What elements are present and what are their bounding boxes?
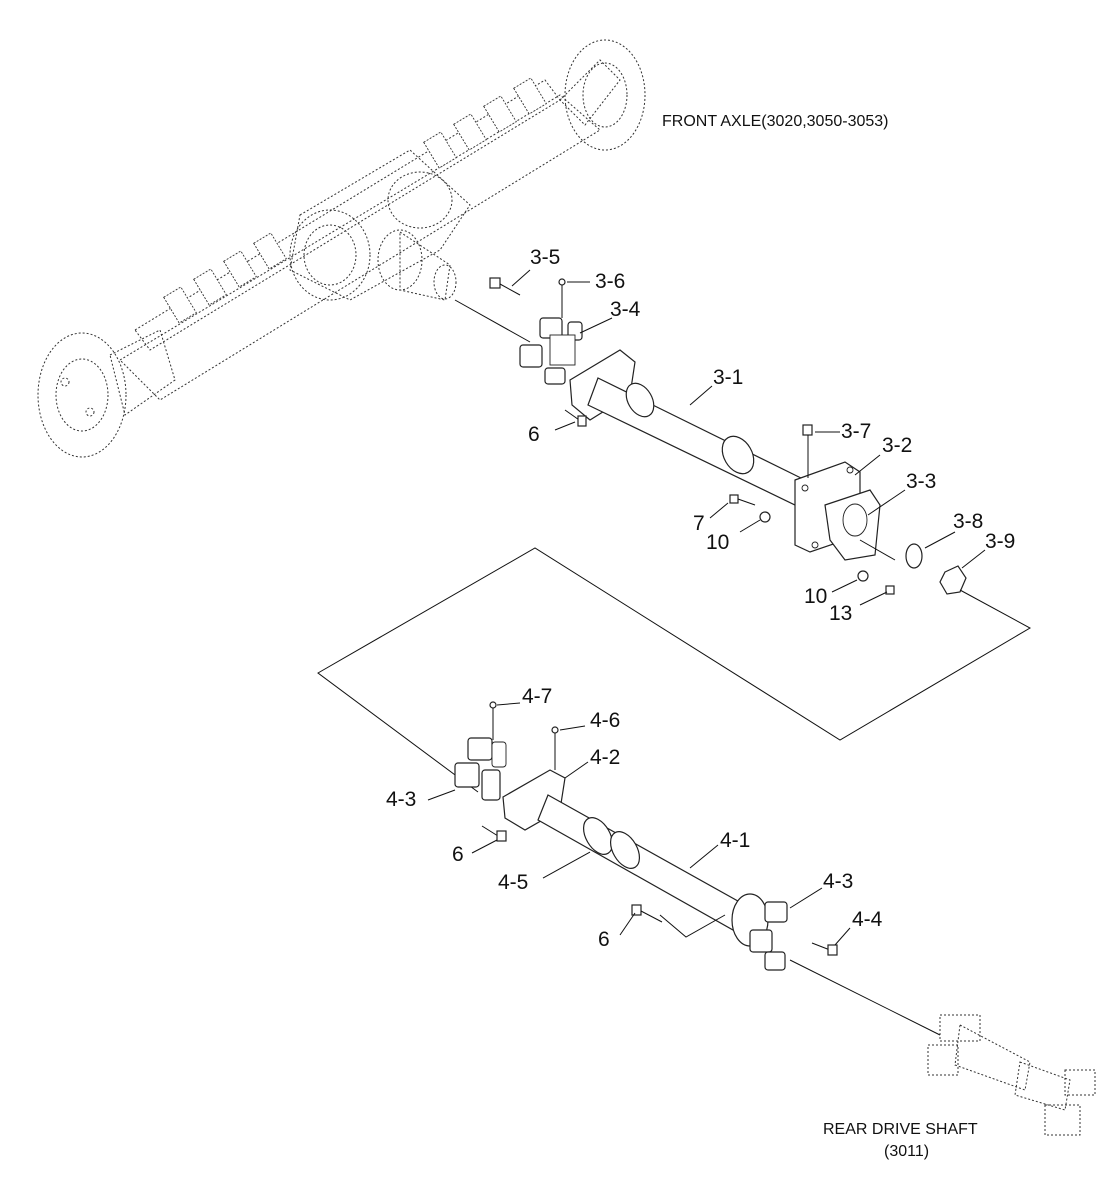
axle-input-flange [377, 229, 457, 301]
universal-joint-4-3-right [731, 893, 788, 971]
callout-3-4: 3-4 [610, 298, 641, 321]
rear-drive-shaft [454, 701, 941, 1036]
front-drive-shaft [317, 277, 1032, 793]
washer-10-b [857, 570, 869, 582]
washer-10-a [759, 511, 771, 523]
grease-nipple-3-7 [802, 424, 813, 478]
rear-drive-shaft-ref: (3011) [884, 1143, 929, 1160]
callout-6-rear-b: 6 [598, 928, 610, 951]
bolt-4-4 [811, 942, 838, 956]
callout-3-3: 3-3 [906, 470, 936, 493]
callout-4-5: 4-5 [498, 871, 528, 894]
shaft-tube-3-1 [587, 377, 806, 506]
callout-6-front: 6 [528, 423, 540, 446]
bolt-6-rear-a [481, 825, 507, 842]
left-wheel-hub [37, 329, 176, 458]
front-axle-assembly [37, 39, 646, 458]
bolt-13 [885, 585, 895, 595]
dust-seal-4-5 [582, 817, 614, 855]
nut-3-9 [939, 565, 967, 595]
callout-4-3-right: 4-3 [823, 870, 853, 893]
callout-4-2: 4-2 [590, 746, 620, 769]
grease-nipple-4-7 [489, 701, 497, 740]
callout-10-b: 10 [804, 585, 827, 608]
callout-3-1: 3-1 [713, 366, 743, 389]
callout-10-a: 10 [706, 531, 729, 554]
universal-joint-3-4 [519, 317, 583, 385]
callout-3-2: 3-2 [882, 434, 912, 457]
callout-3-8: 3-8 [953, 510, 983, 533]
callout-6-rear-a: 6 [452, 843, 464, 866]
front-axle-caption: FRONT AXLE(3020,3050-3053) [662, 113, 889, 130]
right-wheel-hub [559, 39, 646, 151]
callout-3-7: 3-7 [841, 420, 871, 443]
bolt-6-front [564, 409, 587, 427]
callout-4-7: 4-7 [522, 685, 552, 708]
bolt-7 [729, 494, 756, 506]
grease-nipple-4-6 [551, 726, 559, 770]
callout-leaders [427, 269, 986, 946]
callout-13: 13 [829, 602, 852, 625]
callout-3-9: 3-9 [985, 530, 1015, 553]
differential-carrier [289, 149, 471, 301]
washer-3-8 [905, 543, 923, 569]
callout-3-5: 3-5 [530, 246, 560, 269]
rear-drive-shaft-caption: REAR DRIVE SHAFT [823, 1121, 978, 1138]
bolt-3-5 [489, 277, 521, 296]
callout-7: 7 [693, 512, 705, 535]
callout-3-6: 3-6 [595, 270, 625, 293]
callout-4-6: 4-6 [590, 709, 620, 732]
bolt-6-rear-b [631, 904, 663, 923]
callout-4-4: 4-4 [852, 908, 883, 931]
grease-nipple-3-6 [558, 278, 566, 318]
axle-housing-ribs [163, 77, 547, 324]
callout-4-3-left: 4-3 [386, 788, 416, 811]
universal-joint-4-3-left [454, 737, 507, 801]
rear-drive-shaft-3011 [927, 1014, 1096, 1136]
callout-4-1: 4-1 [720, 829, 750, 852]
